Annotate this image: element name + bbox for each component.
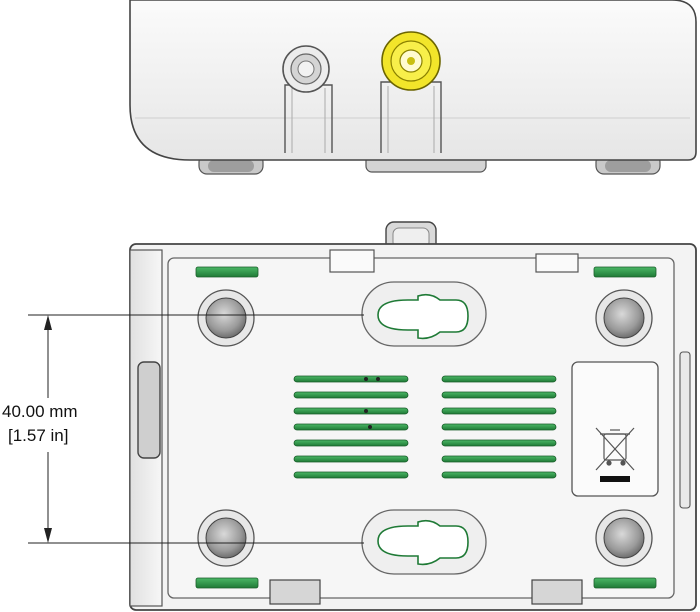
- weee-crossed-bin-icon: [595, 427, 635, 471]
- base-view: [129, 221, 697, 611]
- vent-slots-right: [441, 375, 557, 479]
- arrow-down-icon: [44, 528, 52, 543]
- foot-bottom-right: [595, 509, 653, 567]
- foot-bottom-left: [197, 509, 255, 567]
- dimension-value-in: [1.57 in]: [8, 426, 69, 445]
- yellow-rca-jack-icon: [380, 31, 442, 153]
- base-inner-plate: [167, 257, 675, 599]
- green-strip-top-left: [195, 266, 259, 278]
- arrow-up-icon: [44, 315, 52, 330]
- vent-slots-left: [293, 375, 409, 479]
- green-strip-bottom-right: [593, 577, 657, 589]
- dimension-annotation: [28, 314, 364, 544]
- foot-top-left: [197, 289, 255, 347]
- green-strip-top-right: [593, 266, 657, 278]
- green-strip-bottom-left: [195, 577, 259, 589]
- label-panel: [571, 361, 659, 497]
- side-view: [129, 0, 697, 175]
- keyhole-mount-top: [361, 281, 487, 347]
- keyhole-mount-bottom: [361, 509, 487, 575]
- weee-bar-icon: [600, 476, 630, 482]
- foot-top-right: [595, 289, 653, 347]
- dimension-value-mm: 40.00 mm: [2, 402, 78, 421]
- side-grip-tab: [137, 361, 161, 459]
- grey-jack-icon: [282, 45, 333, 153]
